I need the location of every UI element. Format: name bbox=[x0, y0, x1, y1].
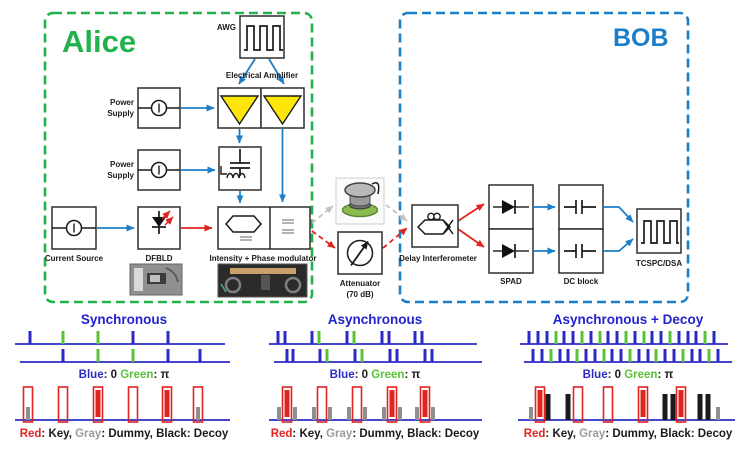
tcspc-block bbox=[636, 208, 682, 254]
modulator-block bbox=[217, 206, 311, 250]
amplifier-triangle-icon bbox=[219, 95, 260, 126]
key-sequence-plot bbox=[15, 386, 230, 423]
dfbld-block bbox=[137, 206, 181, 250]
key-legend: Red: Key, Gray: Dummy, Black: Decoy bbox=[270, 428, 480, 440]
tcspc-label: TCSPC/DSA bbox=[636, 259, 682, 268]
modulator-label: Intensity + Phase modulator bbox=[210, 254, 317, 263]
power-supply-1 bbox=[137, 87, 181, 129]
alice-region-border bbox=[43, 11, 314, 304]
panel-asynchronous-decoy: Asynchronous + Decoy Blue: 0 Green: π Re… bbox=[510, 312, 746, 441]
amplifier-triangle-icon bbox=[262, 95, 303, 126]
experimental-setup-diagram: Alice BOB AWG Electrical Amplifier bbox=[43, 11, 690, 304]
photodiode-icon bbox=[502, 200, 515, 214]
power-supply-1-label-line2: Supply bbox=[107, 109, 134, 118]
key-legend: Red: Key, Gray: Dummy, Black: Decoy bbox=[523, 428, 733, 440]
awg-block: AWG bbox=[217, 15, 285, 59]
panel-title: Synchronous bbox=[80, 312, 168, 327]
current-source-block bbox=[51, 206, 97, 250]
blue-signal-arrows bbox=[97, 58, 634, 255]
key-sequence-plot bbox=[518, 386, 735, 423]
key-legend: Red: Key, Gray: Dummy, Black: Decoy bbox=[19, 428, 229, 440]
power-supply-2 bbox=[137, 149, 181, 191]
bob-title: BOB bbox=[613, 24, 669, 52]
key-sequence-plot bbox=[269, 386, 482, 423]
attenuator-label-line2: (70 dB) bbox=[346, 290, 373, 299]
inductor-icon bbox=[226, 172, 246, 179]
panel-title: Asynchronous bbox=[327, 312, 423, 327]
awg-waveform-icon bbox=[244, 25, 283, 51]
panel-asynchronous: Asynchronous Blue: 0 Green: π Red: Key, … bbox=[257, 312, 493, 441]
mach-zehnder-icon bbox=[225, 215, 262, 233]
dc-block bbox=[558, 184, 604, 274]
pulse-train-plot bbox=[15, 331, 230, 363]
dfbld-photo bbox=[129, 263, 183, 296]
capacitor-icon bbox=[564, 244, 596, 258]
interferometer-loop-icon bbox=[416, 219, 452, 235]
electrical-amplifier-label: Electrical Amplifier bbox=[226, 71, 298, 80]
bob-region-border bbox=[398, 11, 690, 304]
spad-block bbox=[488, 184, 534, 274]
phase-legend: Blue: 0 Green: π bbox=[329, 369, 421, 381]
dfbld-label: DFBLD bbox=[145, 254, 172, 263]
panel-synchronous: Synchronous Blue: 0 Green: π Red: Key, G… bbox=[6, 312, 242, 441]
attenuator-block bbox=[337, 231, 383, 275]
phase-legend: Blue: 0 Green: π bbox=[582, 369, 674, 381]
power-supply-2-label-line2: Supply bbox=[107, 171, 134, 180]
bias-tee-block bbox=[218, 146, 262, 191]
electrode-marks bbox=[282, 219, 294, 234]
electrode-marks bbox=[240, 236, 252, 241]
pulse-train-plot bbox=[520, 331, 732, 363]
electrical-amplifier-left bbox=[217, 87, 262, 129]
laser-emission-arrow bbox=[164, 216, 174, 226]
electrical-amplifier-right bbox=[260, 87, 305, 129]
fiber-strand bbox=[371, 182, 380, 195]
photodiode-icon bbox=[502, 244, 515, 258]
phase-legend: Blue: 0 Green: π bbox=[78, 369, 170, 381]
power-supply-2-label-line1: Power bbox=[110, 160, 134, 169]
current-source-label: Current Source bbox=[45, 254, 104, 263]
gray-fiber-path-arrows bbox=[311, 204, 408, 224]
tcspc-waveform-icon bbox=[641, 220, 679, 244]
dc-block-label: DC block bbox=[564, 277, 599, 286]
awg-label: AWG bbox=[217, 23, 236, 32]
spool-top bbox=[344, 182, 376, 198]
pulse-train-plot bbox=[269, 331, 482, 363]
modulator-photo bbox=[217, 263, 308, 298]
spad-label: SPAD bbox=[500, 277, 522, 286]
alice-title: Alice bbox=[62, 24, 136, 59]
panel-title: Asynchronous + Decoy bbox=[552, 312, 704, 327]
capacitor-icon bbox=[564, 200, 596, 214]
attenuator-label-line1: Attenuator bbox=[340, 279, 380, 288]
laser-emission-arrow bbox=[161, 210, 171, 220]
red-optical-arrows bbox=[181, 203, 485, 249]
delay-interferometer-label: Delay Interferometer bbox=[399, 254, 477, 263]
delay-interferometer-block bbox=[411, 204, 459, 248]
power-supply-1-label-line1: Power bbox=[110, 98, 134, 107]
fiber-spool-image bbox=[335, 177, 385, 225]
